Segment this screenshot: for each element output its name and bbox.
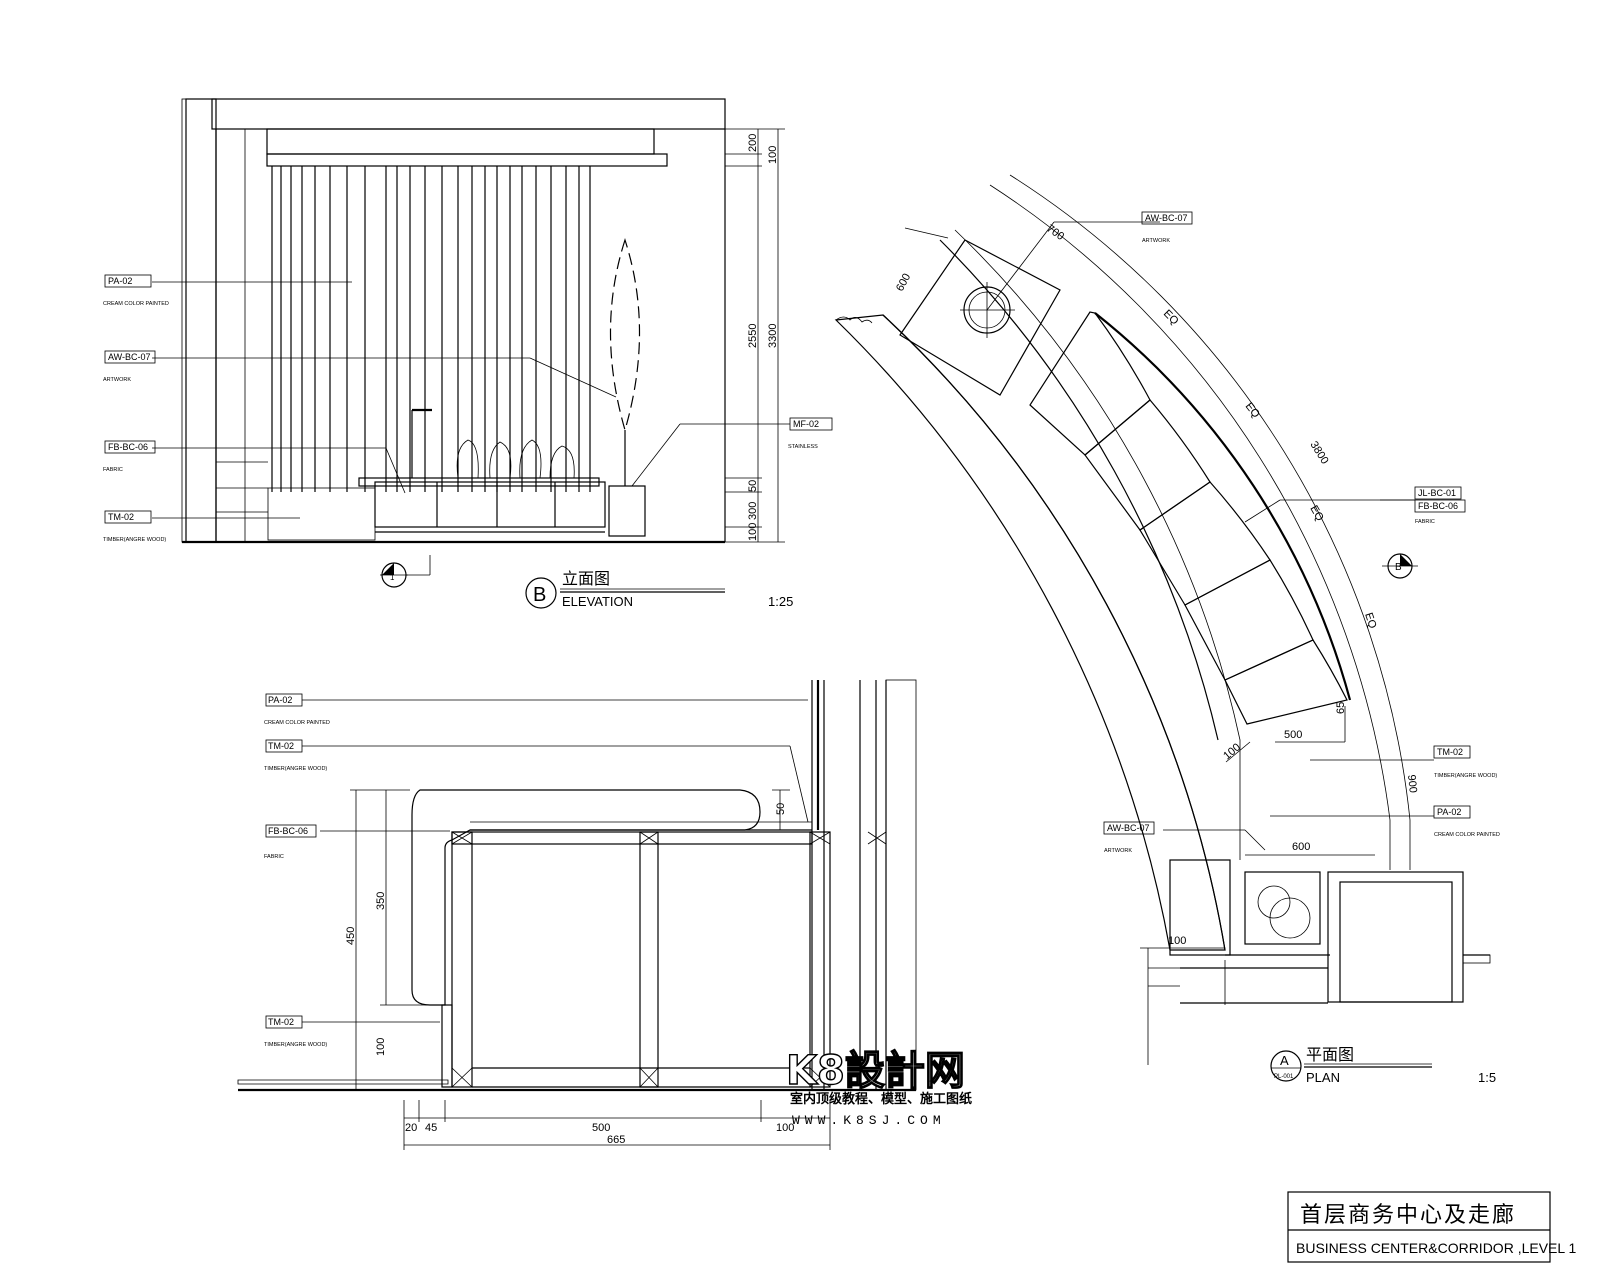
elev-dim-50: 50 xyxy=(747,480,759,492)
watermark-url: WWW.K8SJ.COM xyxy=(792,1113,946,1128)
watermark: K8設計网 室内顶级教程、模型、施工图纸 WWW.K8SJ.COM xyxy=(785,1047,972,1128)
elev-tag-fbbc06-desc: FABRIC xyxy=(103,467,123,473)
sec-dim-50: 50 xyxy=(775,803,787,815)
elevation-drawing xyxy=(152,98,790,588)
title-block: 首层商务中心及走廊 BUSINESS CENTER&CORRIDOR ,LEVE… xyxy=(1287,1191,1577,1263)
sec-dim-350: 350 xyxy=(375,892,387,910)
plan-title-en: PLAN xyxy=(1306,1070,1340,1085)
sec-tag-tm02-desc: TIMBER(ANGRE WOOD) xyxy=(264,766,327,772)
plan-dim-500: 500 xyxy=(1284,729,1302,741)
plan-dim-eq1: EQ xyxy=(1161,308,1181,328)
elev-tag-mf02-desc: STAINLESS xyxy=(788,444,818,450)
plan-dim-eq3: EQ xyxy=(1307,504,1326,524)
plan-drawing: B xyxy=(834,174,1491,1065)
elev-tag-pa02-desc: CREAM COLOR PAINTED xyxy=(103,301,169,307)
title-block-en: BUSINESS CENTER&CORRIDOR ,LEVEL 1 xyxy=(1296,1240,1577,1256)
plan-dim-eq4: EQ xyxy=(1362,611,1378,630)
plan-tag-tm02-desc: TIMBER(ANGRE WOOD) xyxy=(1434,773,1497,779)
plan-dim-eq2: EQ xyxy=(1243,400,1263,420)
elev-dim-2550: 2550 xyxy=(747,324,759,348)
sec-dim-500: 500 xyxy=(592,1122,610,1134)
elevation-section-marker: 1 xyxy=(390,573,395,582)
section-tags: PA-02 CREAM COLOR PAINTED TM-02 TIMBER(A… xyxy=(264,693,330,1048)
elevation-title: B 立面图 ELEVATION 1:25 1 xyxy=(390,569,793,609)
plan-tag-fbbc06-desc: FABRIC xyxy=(1415,519,1435,525)
plan-dimensions: 700 600 EQ EQ 3800 EQ EQ 500 65 100 900 … xyxy=(894,223,1419,947)
sec-dim-450: 450 xyxy=(345,927,357,945)
elev-tag-fbbc06-code: FB-BC-06 xyxy=(108,442,148,452)
elevation-scale: 1:25 xyxy=(768,594,793,609)
plan-dim-65: 65 xyxy=(1335,702,1347,714)
watermark-tagline: 室内顶级教程、模型、施工图纸 xyxy=(790,1091,972,1107)
sec-tag-pa02-desc: CREAM COLOR PAINTED xyxy=(264,720,330,726)
elev-tag-awbc07-code: AW-BC-07 xyxy=(108,352,151,362)
plan-dim-3800: 3800 xyxy=(1307,439,1330,466)
plan-tag-tm02-code: TM-02 xyxy=(1437,747,1463,757)
elevation-title-en: ELEVATION xyxy=(562,594,633,609)
plan-tag-pa02-desc: CREAM COLOR PAINTED xyxy=(1434,832,1500,838)
elevation-marker: B xyxy=(533,584,546,606)
elev-dim-100: 100 xyxy=(767,146,779,164)
plan-title: A PL-001 平面图 PLAN 1:5 xyxy=(1270,1045,1496,1085)
section-drawing xyxy=(237,679,917,1150)
elev-dim-200: 200 xyxy=(747,134,759,152)
sec-tag-fbbc06-desc: FABRIC xyxy=(264,854,284,860)
sec-tag-tm02-code: TM-02 xyxy=(268,741,294,751)
sec-dim-665: 665 xyxy=(607,1134,625,1146)
section-dimensions: 50 350 450 100 20 45 500 100 665 xyxy=(345,803,794,1146)
plan-marker-sub: PL-001 xyxy=(1274,1074,1294,1080)
plan-title-cn: 平面图 xyxy=(1306,1045,1354,1064)
elev-dim-3300: 3300 xyxy=(767,324,779,348)
plan-tags: AW-BC-07 ARTWORK JL-BC-01 FB-BC-06 FABRI… xyxy=(1103,211,1500,854)
plan-dim-600b: 600 xyxy=(1292,841,1310,853)
sec-dim-45: 45 xyxy=(425,1122,437,1134)
elev-dim-300: 300 xyxy=(747,502,759,520)
sec-tag-tm02b-desc: TIMBER(ANGRE WOOD) xyxy=(264,1042,327,1048)
elevation-tags: PA-02 CREAM COLOR PAINTED AW-BC-07 ARTWO… xyxy=(103,274,833,543)
plan-scale: 1:5 xyxy=(1478,1070,1496,1085)
elev-tag-pa02-code: PA-02 xyxy=(108,276,132,286)
sec-tag-pa02-code: PA-02 xyxy=(268,695,292,705)
elev-tag-tm02-code: TM-02 xyxy=(108,512,134,522)
plan-tag-awbc07b-desc: ARTWORK xyxy=(1104,848,1132,854)
plan-dim-100b: 100 xyxy=(1168,935,1186,947)
elev-dim-100b: 100 xyxy=(747,523,759,541)
sec-tag-tm02b-code: TM-02 xyxy=(268,1017,294,1027)
plan-tag-awbc07-desc: ARTWORK xyxy=(1142,238,1170,244)
plan-tag-jlbc01-code: JL-BC-01 xyxy=(1418,488,1456,498)
elev-tag-mf02-code: MF-02 xyxy=(793,419,819,429)
watermark-logo: K8設計网 xyxy=(786,1048,965,1094)
plan-dim-900: 900 xyxy=(1405,774,1419,794)
plan-tag-awbc07-code: AW-BC-07 xyxy=(1145,213,1188,223)
elev-tag-awbc07-desc: ARTWORK xyxy=(103,377,131,383)
elev-tag-tm02-desc: TIMBER(ANGRE WOOD) xyxy=(103,537,166,543)
title-block-cn: 首层商务中心及走廊 xyxy=(1300,1203,1516,1228)
plan-tag-pa02-code: PA-02 xyxy=(1437,807,1461,817)
plan-tag-fbbc06-code: FB-BC-06 xyxy=(1418,501,1458,511)
sec-dim-100b: 100 xyxy=(776,1122,794,1134)
plan-tag-awbc07b-code: AW-BC-07 xyxy=(1107,823,1150,833)
sec-tag-fbbc06-code: FB-BC-06 xyxy=(268,826,308,836)
plan-section-marker: B xyxy=(1395,562,1402,573)
sec-dim-20: 20 xyxy=(405,1122,417,1134)
plan-marker: A xyxy=(1280,1053,1289,1068)
elevation-dimensions: 200 100 2550 3300 50 300 100 xyxy=(747,134,779,541)
plan-dim-600: 600 xyxy=(894,272,913,294)
elevation-title-cn: 立面图 xyxy=(562,569,610,588)
sec-dim-100: 100 xyxy=(375,1038,387,1056)
